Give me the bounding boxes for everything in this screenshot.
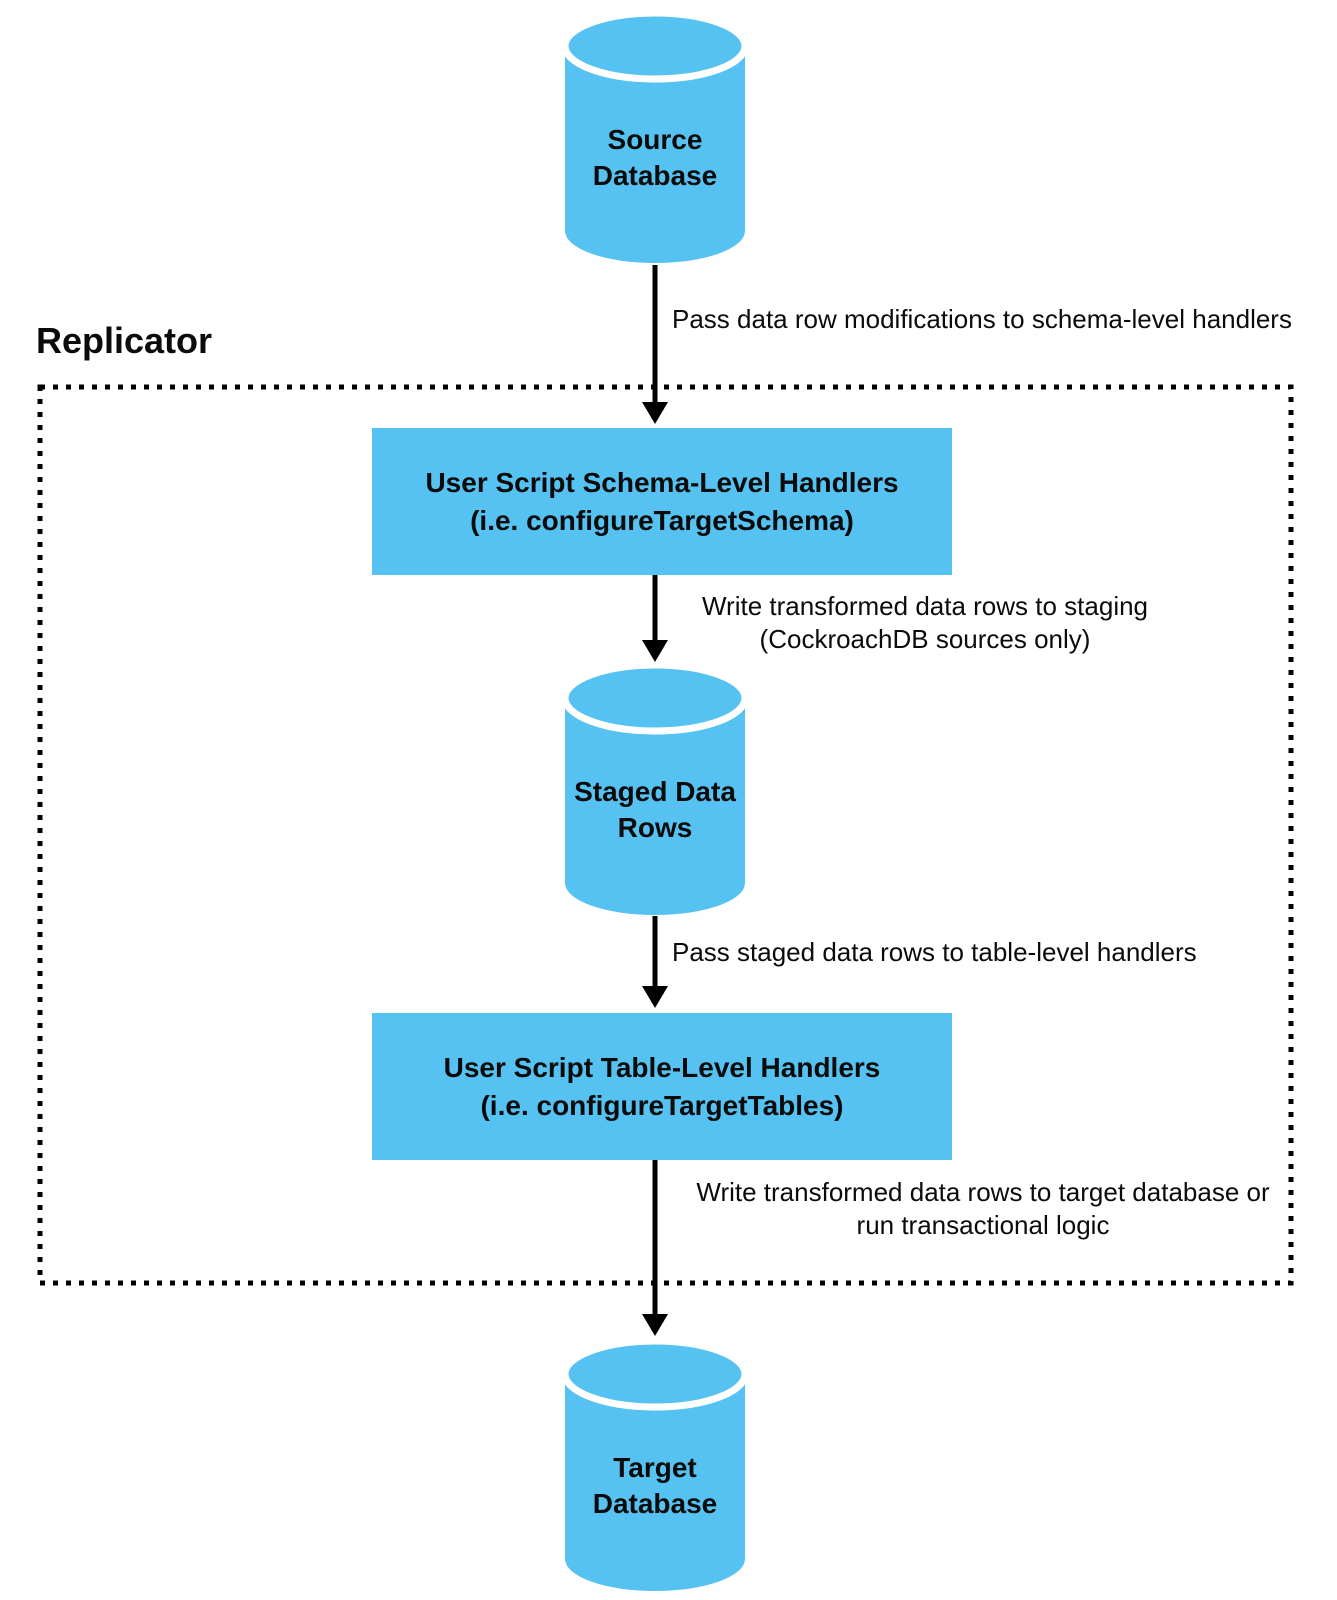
staged-data-rows-label: Staged Data Rows xyxy=(560,662,750,918)
edge-label-staged-to-table: Pass staged data rows to table-level han… xyxy=(672,937,1197,967)
database-cylinder-icon xyxy=(561,662,749,915)
arrow-schema-to-staged xyxy=(642,575,668,662)
edge-label-table-to-target: Write transformed data rows to target da… xyxy=(672,1176,1294,1242)
edge-label-source-to-schema: Pass data row modifications to schema-le… xyxy=(672,304,1292,334)
edge-label-line: (CockroachDB sources only) xyxy=(759,624,1091,654)
proc-box-line: (i.e. configureTargetTables) xyxy=(480,1089,844,1121)
edge-label-line: Write transformed data rows to staging xyxy=(701,591,1149,621)
replicator-boundary-box xyxy=(37,384,1294,1286)
target-database-node: Target Database xyxy=(560,1338,750,1594)
database-cylinder-icon xyxy=(561,1338,749,1591)
proc-box-line: (i.e. configureTargetSchema) xyxy=(470,504,854,536)
table-level-handlers-box: User Script Table-Level Handlers (i.e. c… xyxy=(372,1013,952,1160)
edge-label-line: run transactional logic xyxy=(856,1210,1110,1240)
node-label-line: Target xyxy=(613,1452,697,1483)
node-label-line: Database xyxy=(592,160,718,191)
arrow-staged-to-table xyxy=(642,916,668,1008)
node-label-line: Database xyxy=(592,1488,718,1519)
proc-box-line: User Script Schema-Level Handlers xyxy=(425,466,899,498)
database-cylinder-icon xyxy=(561,10,749,263)
source-database-label: Source Database xyxy=(560,10,750,266)
source-database-node: Source Database xyxy=(560,10,750,266)
node-label-line: Staged Data xyxy=(574,776,736,807)
edge-label-schema-to-staged: Write transformed data rows to staging (… xyxy=(660,590,1190,656)
proc-box-line: User Script Table-Level Handlers xyxy=(443,1051,881,1083)
node-label-line: Rows xyxy=(617,812,693,843)
node-label-line: Source xyxy=(607,124,703,155)
target-database-label: Target Database xyxy=(560,1338,750,1594)
replicator-label: Replicator xyxy=(36,320,213,361)
staged-data-rows-node: Staged Data Rows xyxy=(560,662,750,918)
edge-label-line: Write transformed data rows to target da… xyxy=(696,1177,1270,1207)
arrow-table-to-target xyxy=(642,1160,668,1336)
arrow-source-to-schema xyxy=(642,265,668,424)
schema-level-handlers-box: User Script Schema-Level Handlers (i.e. … xyxy=(372,428,952,575)
